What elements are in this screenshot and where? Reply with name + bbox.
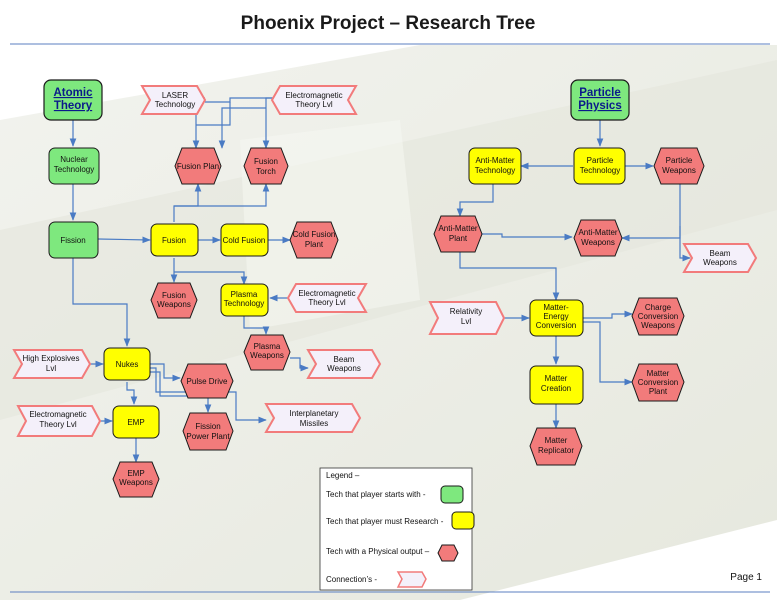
legend: Legend – Tech that player starts with - … — [319, 467, 475, 591]
legend-start-label: Tech that player starts with - — [326, 490, 426, 499]
node-fission[interactable]: Fission — [48, 221, 99, 259]
svg-text:Cold Fusion: Cold Fusion — [223, 236, 266, 245]
legend-physical-swatch — [437, 544, 459, 562]
legend-start-swatch — [440, 485, 464, 504]
legend-title: Legend – — [326, 471, 360, 480]
legend-connection-label: Connection’s - — [326, 575, 377, 584]
legend-physical-label: Tech with a Physical output – — [326, 547, 430, 556]
legend-research-swatch — [451, 511, 475, 530]
svg-text:EMP: EMP — [127, 418, 144, 427]
legend-research-label: Tech that player must Research - — [326, 517, 444, 526]
svg-text:Pulse Drive: Pulse Drive — [187, 377, 228, 386]
svg-text:Nukes: Nukes — [116, 360, 139, 369]
svg-text:Fission: Fission — [60, 236, 85, 245]
node-fusion[interactable]: Fusion — [150, 223, 199, 257]
node-cold-fusion[interactable]: Cold Fusion — [220, 223, 269, 257]
page-number: Page 1 — [730, 572, 762, 583]
node-emp[interactable]: EMP — [112, 405, 160, 439]
legend-connection-swatch — [396, 571, 427, 588]
svg-text:Fusion Plan: Fusion Plan — [177, 162, 219, 171]
page-title: Phoenix Project – Research Tree — [241, 13, 536, 34]
node-fusion-plan[interactable]: Fusion Plan — [174, 147, 222, 185]
node-nukes[interactable]: Nukes — [103, 347, 151, 381]
svg-text:Fusion: Fusion — [162, 236, 186, 245]
node-pulse-drive[interactable]: Pulse Drive — [180, 363, 234, 399]
